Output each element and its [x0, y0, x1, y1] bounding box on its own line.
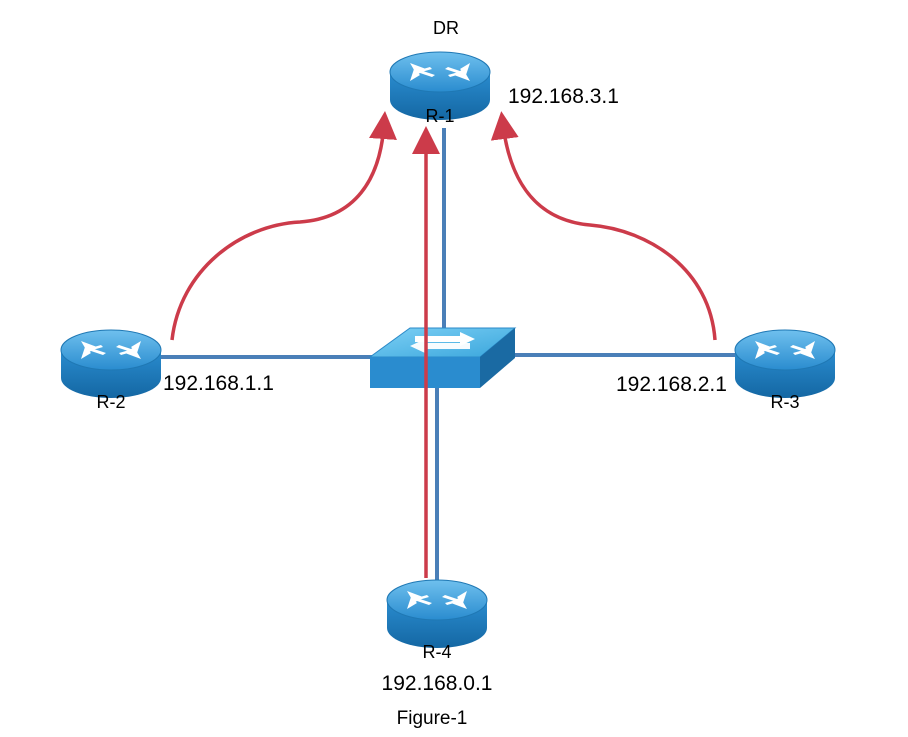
- network-links: [158, 128, 740, 590]
- arrow-r3-to-r1: [490, 111, 717, 341]
- router-icon: [734, 329, 836, 399]
- dr-label: DR: [433, 18, 459, 38]
- router-r4-name: R-4: [422, 642, 451, 662]
- router-r3-name: R-3: [770, 392, 799, 412]
- router-icon: [60, 329, 162, 399]
- router-icon: [386, 579, 488, 649]
- router-r4: R-4 192.168.0.1: [382, 579, 493, 695]
- router-r1-name: R-1: [425, 106, 454, 126]
- switch-icon: [368, 327, 517, 388]
- router-r1: R-1 192.168.3.1 DR: [389, 18, 619, 126]
- router-r1-ip: 192.168.3.1: [508, 85, 619, 108]
- router-r2: R-2 192.168.1.1: [60, 329, 274, 412]
- arrow-r2-to-r1: [170, 111, 397, 341]
- router-r3-ip: 192.168.2.1: [616, 373, 727, 396]
- router-r4-ip: 192.168.0.1: [382, 672, 493, 695]
- hello-arrows: [170, 111, 717, 578]
- router-r3: R-3 192.168.2.1: [616, 329, 836, 412]
- router-r2-ip: 192.168.1.1: [163, 372, 274, 395]
- figure-caption: Figure-1: [397, 708, 468, 729]
- router-r2-name: R-2: [96, 392, 125, 412]
